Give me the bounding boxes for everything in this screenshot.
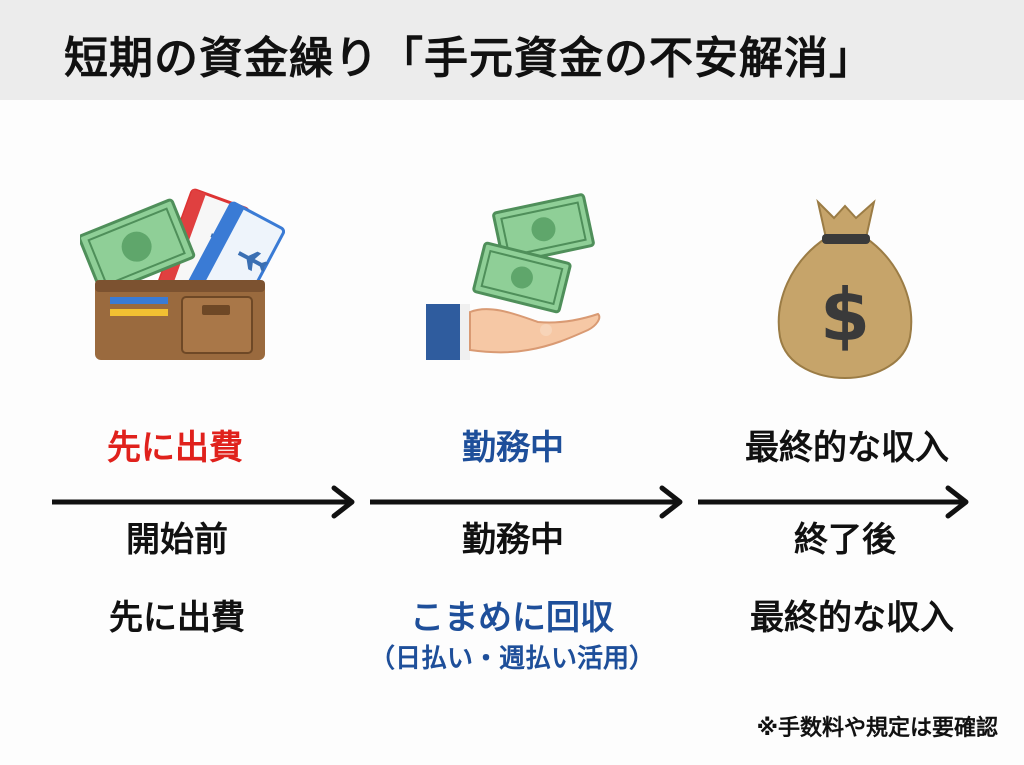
- phase-label-2: 勤務中: [462, 520, 564, 560]
- timeline-arrow-1: [52, 485, 355, 519]
- column-label-1: 先に出費: [107, 428, 243, 468]
- description-3: 最終的な収入: [750, 598, 954, 638]
- description-2-sub: （日払い・週払い活用）: [368, 644, 655, 674]
- hand-receiving-money-icon: [426, 193, 601, 360]
- description-2: こまめに回収: [410, 598, 614, 638]
- description-1: 先に出費: [109, 598, 245, 638]
- timeline-arrow-3: [698, 485, 969, 519]
- column-label-2: 勤務中: [462, 428, 564, 468]
- svg-text:$: $: [820, 273, 870, 357]
- money-bag-icon: $: [777, 198, 913, 380]
- page-title: 短期の資金繰り「手元資金の不安解消」: [64, 33, 874, 84]
- column-label-3: 最終的な収入: [745, 428, 949, 468]
- wallet-icon: [80, 188, 285, 360]
- timeline-arrow-2: [370, 485, 683, 519]
- phase-label-1: 開始前: [126, 520, 228, 560]
- header-band: 短期の資金繰り「手元資金の不安解消」: [0, 0, 1024, 100]
- footnote: ※手数料や規定は要確認: [756, 716, 998, 741]
- phase-label-3: 終了後: [794, 520, 896, 560]
